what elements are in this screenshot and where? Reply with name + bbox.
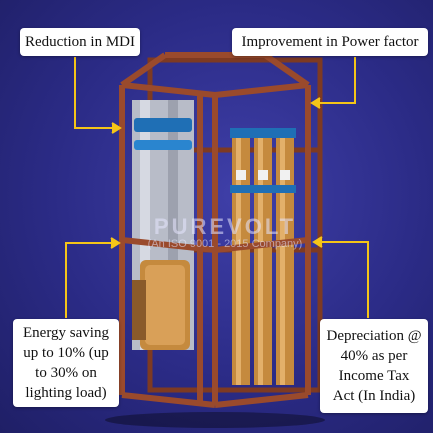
watermark: PUREVOLT (An ISO 9001 - 2015 Company) <box>110 214 340 250</box>
label-line: Act (In India) <box>332 388 416 405</box>
label-energy-saving: Energy saving up to 10% (up to 30% on li… <box>13 319 119 407</box>
watermark-brand: PUREVOLT <box>153 214 297 239</box>
label-line: Income Tax <box>338 368 410 384</box>
arrow-power-factor <box>310 57 356 109</box>
label-line: up to 10% (up <box>23 344 109 361</box>
label-text: Reduction in MDI <box>25 33 135 50</box>
label-line: 40% as per <box>340 347 408 364</box>
label-power-factor: Improvement in Power factor <box>232 28 428 56</box>
arrow-mdi <box>74 57 122 134</box>
label-line: to 30% on <box>35 365 97 381</box>
arrow-energy <box>65 237 121 318</box>
label-line: lighting load) <box>25 385 107 402</box>
label-line: Energy saving <box>23 324 109 341</box>
front-frame <box>119 52 311 408</box>
label-line: Depreciation @ <box>326 327 422 344</box>
watermark-certification: (An ISO 9001 - 2015 Company) <box>147 238 303 250</box>
label-depreciation: Depreciation @ 40% as per Income Tax Act… <box>320 319 428 413</box>
label-reduction-mdi: Reduction in MDI <box>20 28 140 56</box>
arrow-depreciation <box>312 236 369 318</box>
label-text: Improvement in Power factor <box>241 33 419 50</box>
transformer-core <box>132 100 194 350</box>
regulator-columns <box>230 128 296 385</box>
